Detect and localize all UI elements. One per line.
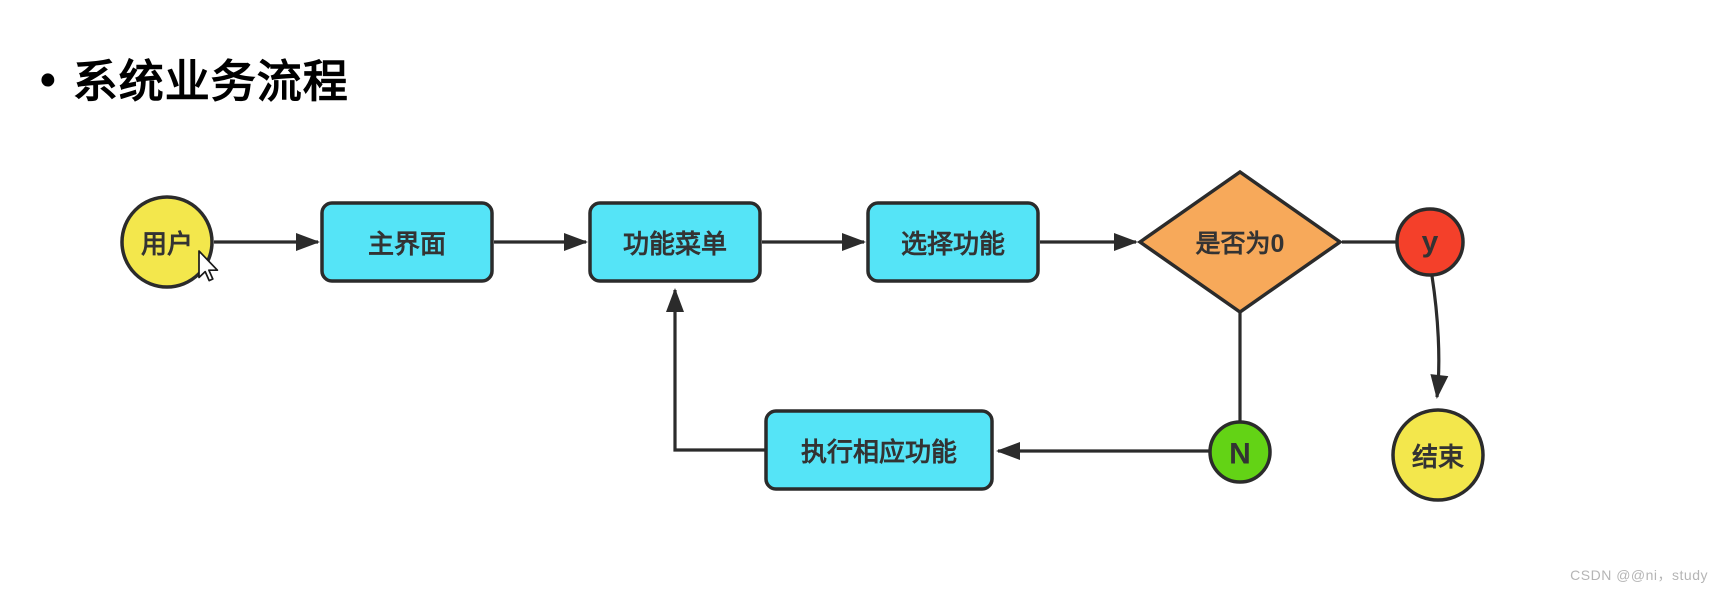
page-title: • 系统业务流程	[40, 54, 349, 108]
select-label: 选择功能	[901, 229, 1005, 259]
yes-label: y	[1422, 226, 1439, 259]
edge-execute-to-menu-loop	[666, 288, 766, 452]
flow-node-no: N	[1208, 420, 1272, 484]
menu-box	[588, 201, 762, 283]
menu-label: 功能菜单	[623, 229, 727, 259]
flow-node-user: 用户	[120, 195, 214, 289]
execute-box	[764, 409, 994, 491]
title-text: 系统业务流程	[72, 56, 349, 107]
watermark: CSDN @@ni，study	[1570, 567, 1708, 583]
select-box	[866, 201, 1040, 283]
yes-circle	[1395, 207, 1465, 277]
flow-node-decision: 是否为0	[1136, 169, 1344, 315]
flow-node-main: 主界面	[320, 201, 494, 283]
decision-diamond	[1136, 169, 1344, 315]
flow-node-end: 结束	[1391, 408, 1485, 502]
mouse-cursor-icon	[198, 250, 219, 282]
no-circle	[1208, 420, 1272, 484]
edge-yes-to-end	[1430, 275, 1449, 399]
flow-node-yes: y	[1395, 207, 1465, 277]
user-label: 用户	[141, 229, 193, 259]
user-circle	[120, 195, 214, 289]
execute-label: 执行相应功能	[801, 437, 957, 467]
end-circle	[1391, 408, 1485, 502]
flow-node-execute: 执行相应功能	[764, 409, 994, 491]
title-bullet: •	[40, 54, 57, 105]
end-label: 结束	[1412, 442, 1465, 472]
no-label: N	[1229, 438, 1251, 471]
flow-node-menu: 功能菜单	[588, 201, 762, 283]
decision-label: 是否为0	[1196, 230, 1285, 258]
flow-node-select: 选择功能	[866, 201, 1040, 283]
main-box	[320, 201, 494, 283]
main-label: 主界面	[368, 229, 446, 259]
